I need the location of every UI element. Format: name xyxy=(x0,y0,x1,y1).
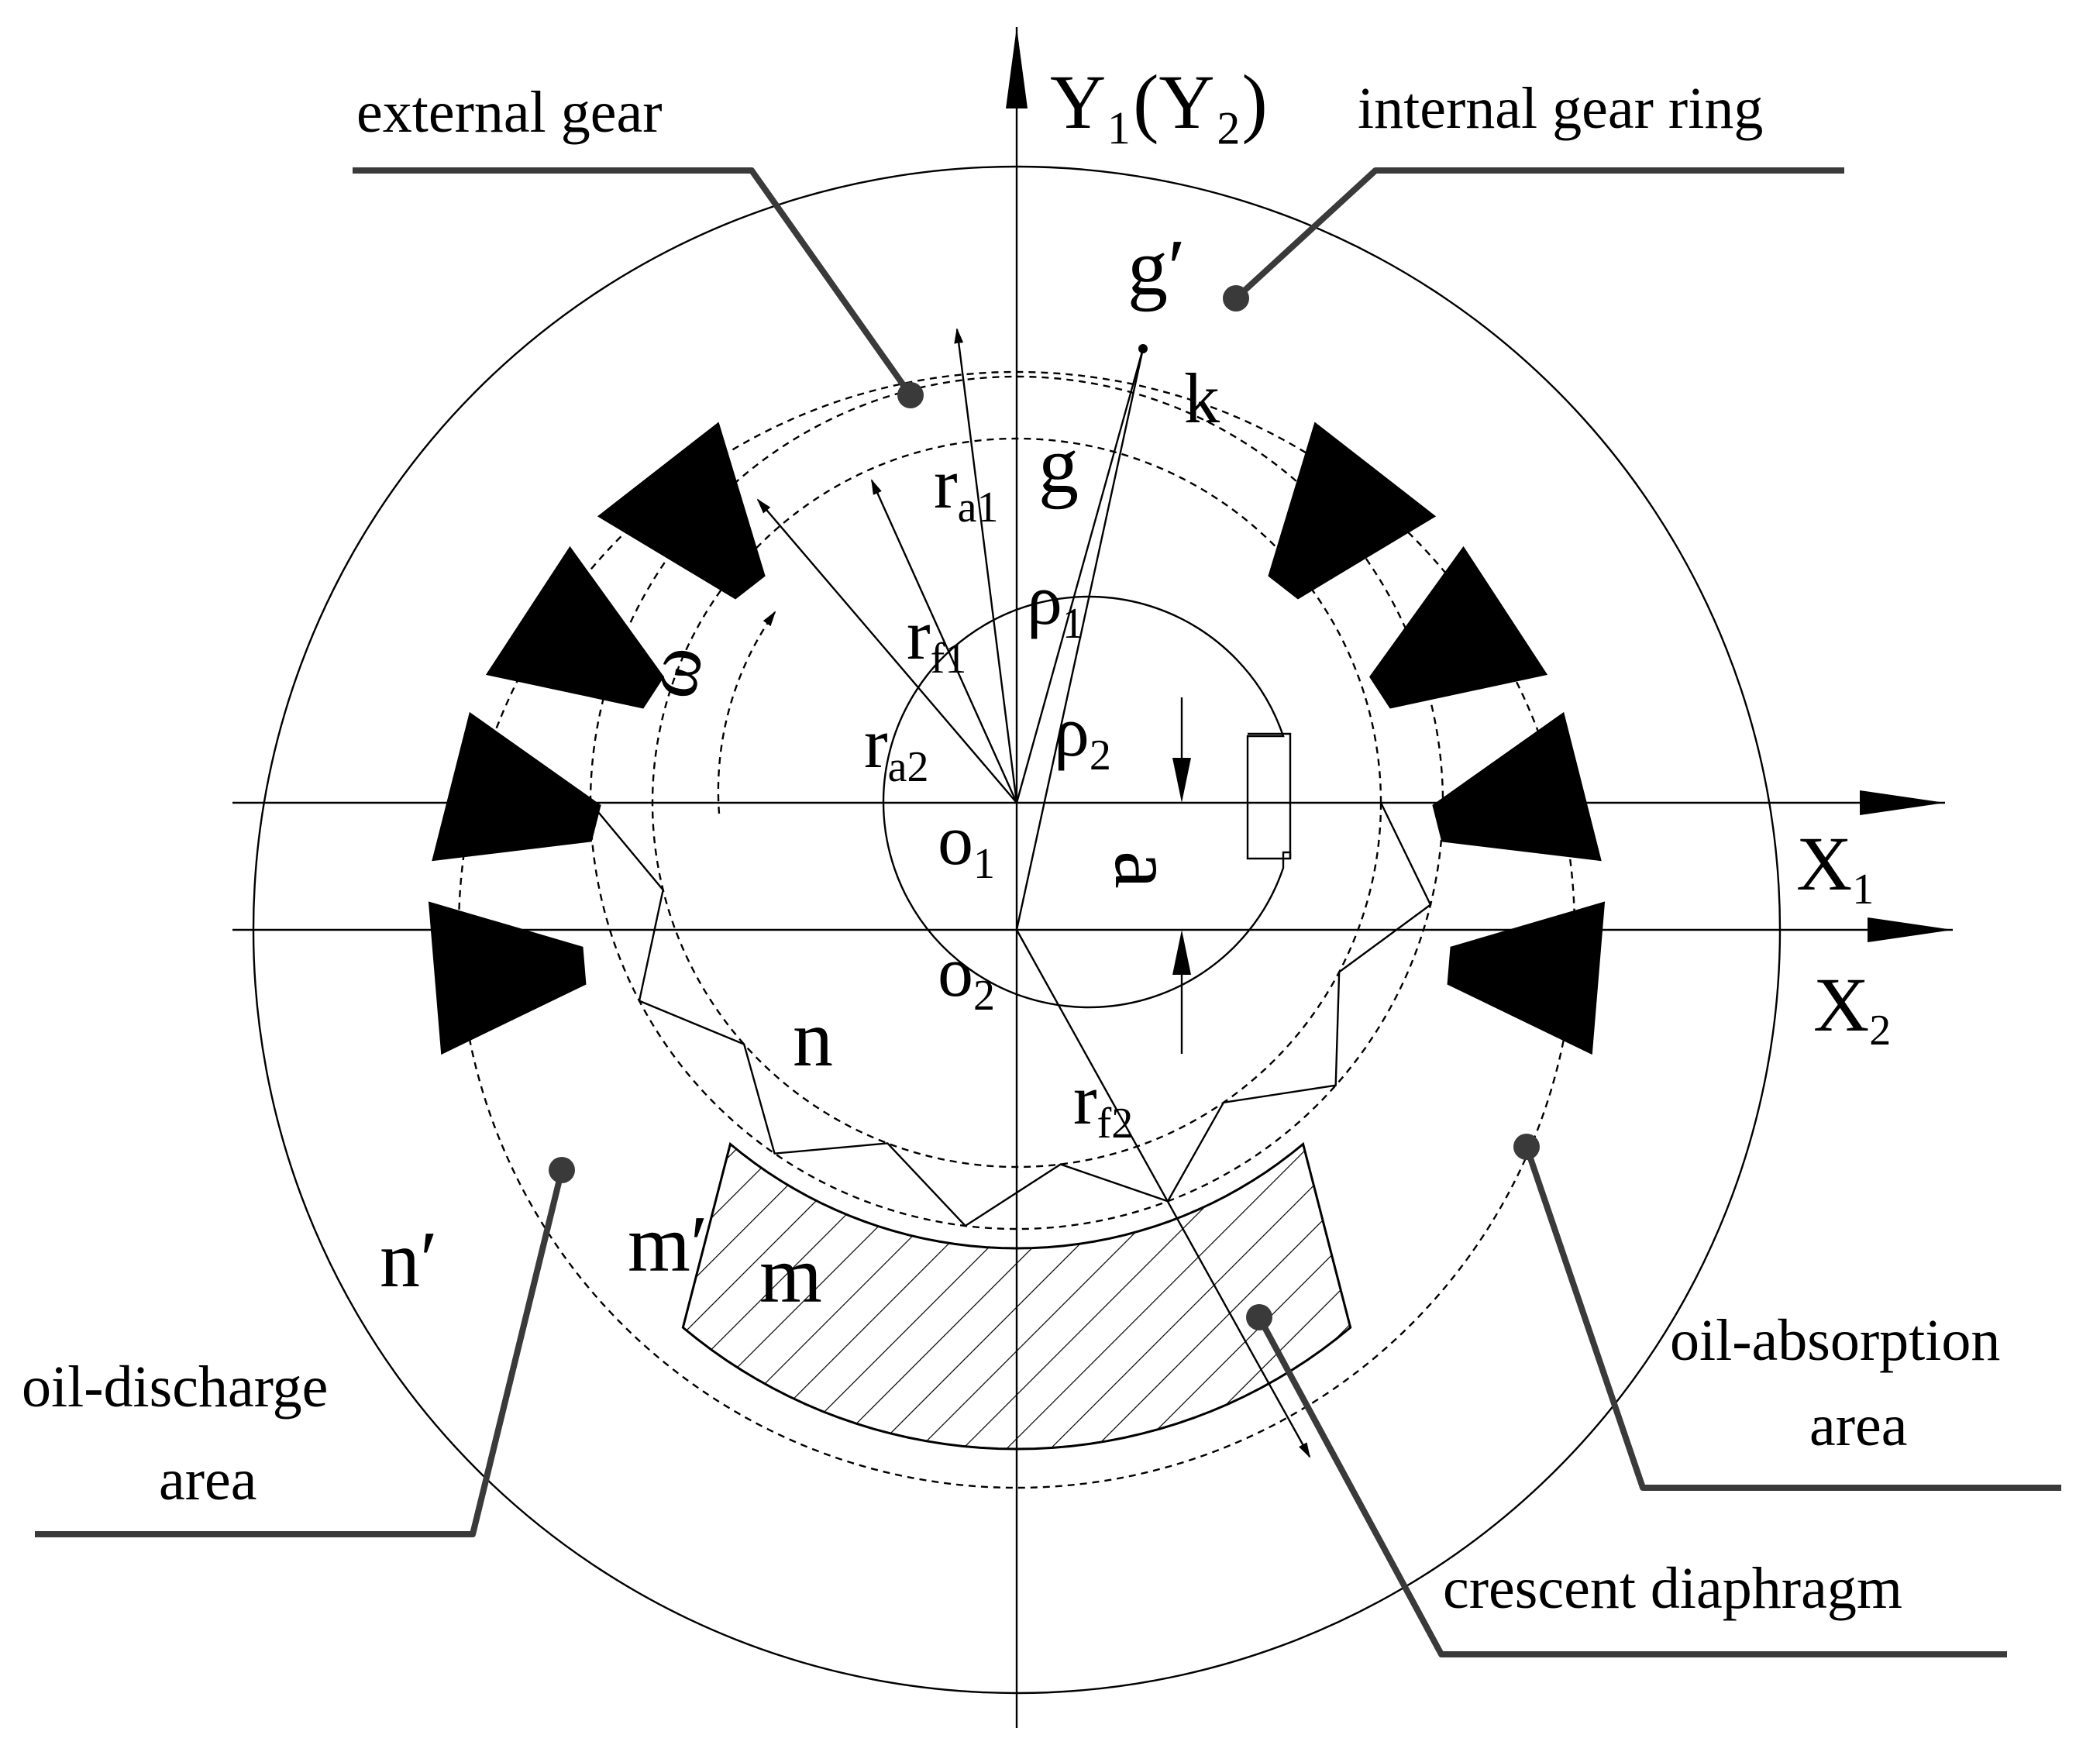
label-rho2: ρ2 xyxy=(1054,692,1111,780)
point-k: k xyxy=(1184,359,1220,438)
external-gear-leader-dot xyxy=(897,382,924,408)
point-k-marker xyxy=(1138,344,1148,353)
x2-axis-arrow xyxy=(1868,917,1953,942)
crescent-diaphragm-label: crescent diaphragm xyxy=(1443,1556,1902,1621)
eccentricity-arrow-bottom xyxy=(1172,930,1191,975)
point-n-prime: n′ xyxy=(380,1215,438,1304)
internal-gear-ring-leader xyxy=(1234,167,1844,301)
internal-gear-ring-teeth xyxy=(428,422,1606,1382)
ring-tooth xyxy=(1447,901,1606,1055)
label-eccentricity-a: a xyxy=(1097,851,1192,889)
shaft-keyway xyxy=(1248,732,1292,859)
eccentricity-arrow-top xyxy=(1172,758,1191,803)
oil-absorption-label-line1: oil-absorption xyxy=(1670,1308,2000,1373)
point-g-prime: g′ xyxy=(1127,223,1186,312)
crescent-diaphragm-leader xyxy=(1256,1316,2007,1657)
internal-gear-ring-leader-dot xyxy=(1223,285,1249,311)
point-m-prime: m′ xyxy=(628,1199,708,1289)
label-rf1: rf1 xyxy=(907,595,966,683)
oil-discharge-leader-dot xyxy=(549,1157,575,1183)
ring-tooth xyxy=(597,422,766,600)
crescent-diaphragm-leader-dot xyxy=(1246,1304,1272,1330)
oil-absorption-leader-dot xyxy=(1513,1134,1540,1160)
label-rho1: ρ1 xyxy=(1027,560,1084,648)
ring-tooth xyxy=(1268,422,1437,600)
ra2-radius xyxy=(756,498,1017,804)
ring-tooth xyxy=(451,1086,627,1234)
y-axis-arrow xyxy=(1006,27,1028,108)
ring-tooth xyxy=(1406,1086,1582,1234)
label-ra2: ra2 xyxy=(864,704,929,791)
rf2-radius xyxy=(1015,929,1311,1458)
rho2-line xyxy=(1015,348,1145,931)
point-n: n xyxy=(793,994,833,1083)
point-g: g xyxy=(1038,421,1079,510)
x1-axis-arrow xyxy=(1860,790,1945,815)
label-ra1: ra1 xyxy=(934,444,999,532)
point-o2: o2 xyxy=(938,932,995,1020)
oil-discharge-label-line1: oil-discharge xyxy=(22,1354,328,1420)
omega-rotation-arc xyxy=(717,611,776,814)
x1-axis-label: X1 xyxy=(1796,821,1874,914)
label-rf2: rf2 xyxy=(1073,1060,1133,1148)
shaft-hole xyxy=(882,595,1292,1009)
ring-tooth xyxy=(1369,546,1548,709)
oil-absorption-label-line2: area xyxy=(1809,1393,1908,1458)
ra1-radius xyxy=(954,328,1018,804)
ring-tooth xyxy=(485,546,664,709)
external-gear-leader xyxy=(353,167,914,398)
rf1-radius xyxy=(870,479,1018,804)
rho1-line xyxy=(1015,348,1145,804)
point-m: m xyxy=(759,1230,822,1320)
x2-axis-label: X2 xyxy=(1813,962,1891,1055)
point-o1: o1 xyxy=(938,800,995,888)
external-gear-lower-teeth xyxy=(590,802,1432,1227)
ring-tooth xyxy=(428,901,587,1055)
oil-absorption-leader xyxy=(1523,1145,2061,1491)
oil-discharge-label-line2: area xyxy=(159,1447,257,1513)
internal-gear-ring-label: internal gear ring xyxy=(1358,76,1763,141)
external-gear-label: external gear xyxy=(356,80,663,145)
oil-discharge-leader xyxy=(35,1169,565,1537)
y-axis-label: Y₁(Y₂) xyxy=(1050,59,1268,145)
ring-tooth xyxy=(432,711,601,862)
ring-tooth xyxy=(1432,711,1602,862)
ring-tooth xyxy=(1323,1210,1498,1382)
